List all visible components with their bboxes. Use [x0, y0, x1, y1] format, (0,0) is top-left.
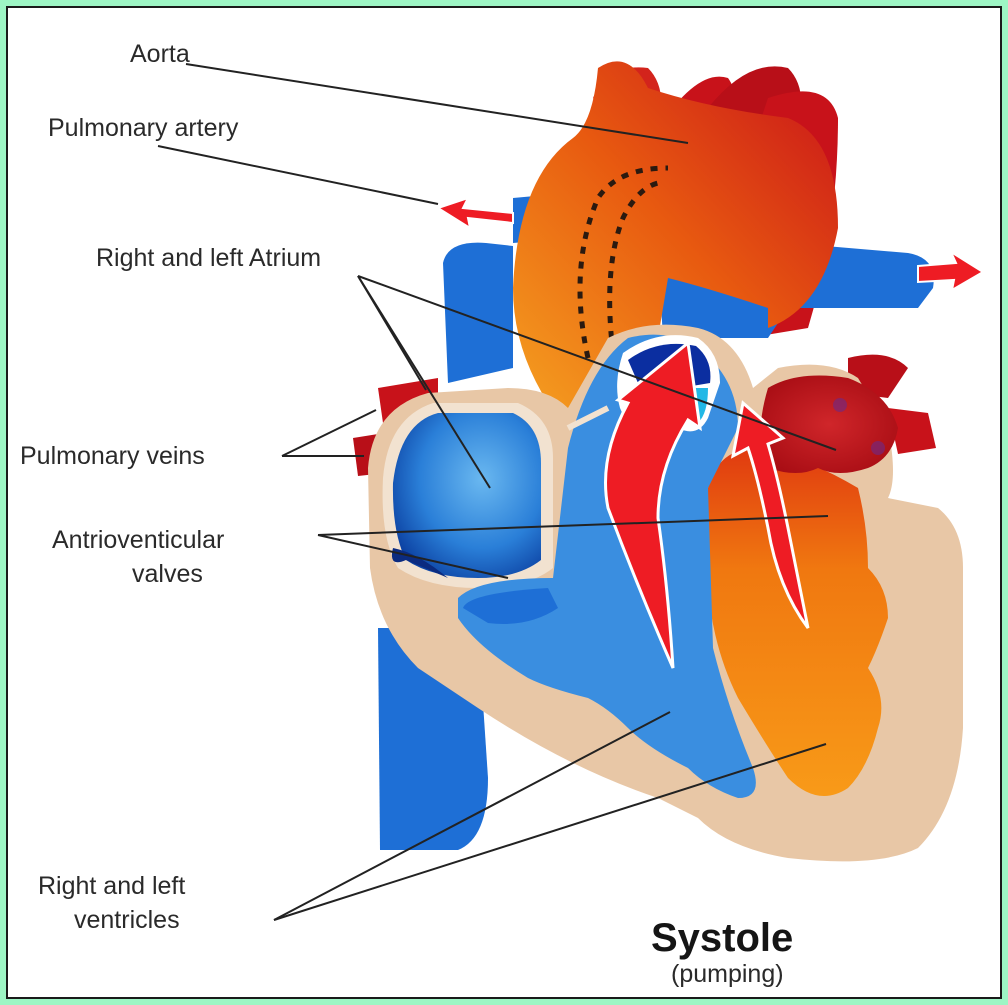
heart-diagram: Aorta Pulmonary artery Right and left At…	[8, 8, 1002, 999]
label-ventricles-line1: Right and left	[38, 872, 185, 900]
label-valves-line2: valves	[132, 560, 203, 588]
label-valves-line1: Antrioventicular	[52, 526, 224, 554]
right-atrium	[383, 403, 553, 588]
diagram-subtitle: (pumping)	[671, 960, 784, 988]
label-atrium: Right and left Atrium	[96, 244, 321, 272]
label-aorta: Aorta	[130, 40, 190, 68]
label-ventricles-line2: ventricles	[74, 906, 180, 934]
diagram-title: Systole	[651, 916, 793, 960]
diagram-frame: Aorta Pulmonary artery Right and left At…	[6, 6, 1002, 999]
label-pulmonary-artery: Pulmonary artery	[48, 114, 239, 142]
label-pulmonary-veins: Pulmonary veins	[20, 442, 205, 470]
pulmonary-artery-arrow	[438, 198, 513, 228]
